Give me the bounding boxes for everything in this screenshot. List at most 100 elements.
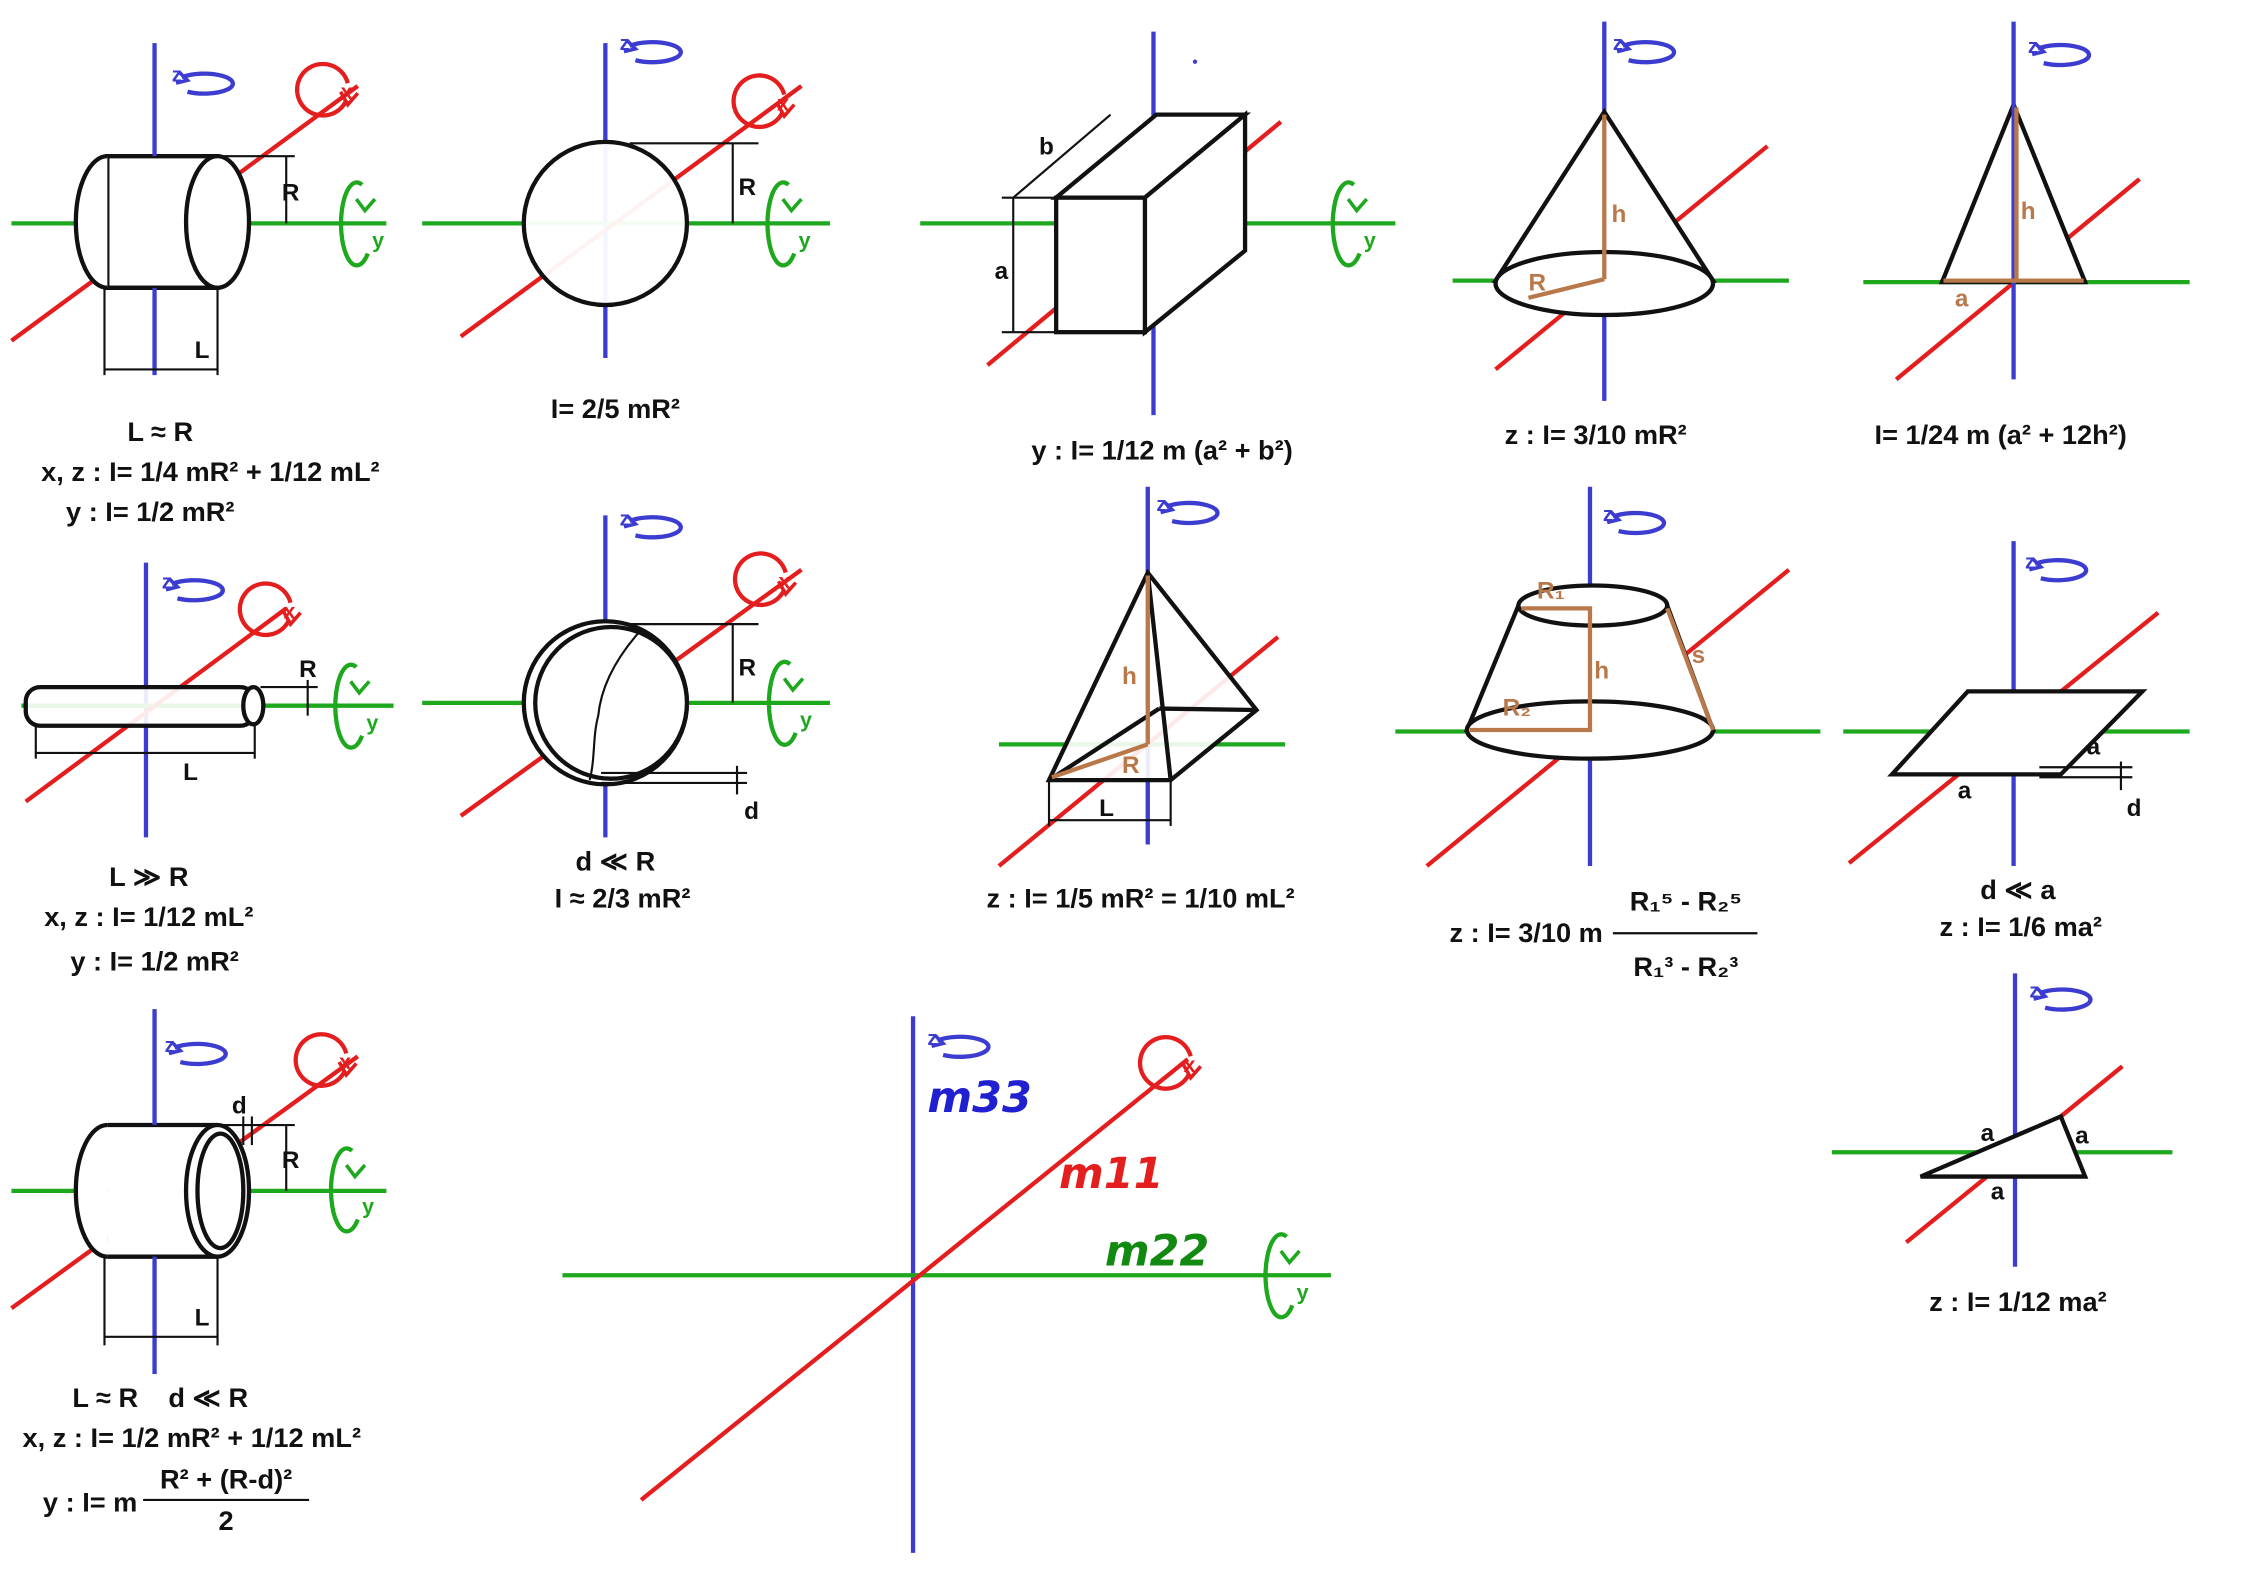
dim-label-a: a xyxy=(995,258,1009,285)
dim-label-R: R xyxy=(1528,270,1546,297)
axis-label-x: x xyxy=(777,91,789,115)
x-rotation-icon: x xyxy=(732,551,798,608)
rotation-arrow xyxy=(1165,500,1220,526)
box-figure: b a xyxy=(920,31,1396,416)
thin-rod-figure: R L xyxy=(21,562,394,838)
dim-label-d: d xyxy=(2127,795,2142,822)
x-rotation-icon: x xyxy=(237,581,302,638)
hollow-cylinder-condition: L ≈ R d ≪ R xyxy=(72,1382,248,1413)
cone-formula: z : I= 3/10 mR² xyxy=(1505,419,1687,450)
thin-rod-formula-xz: x, z : I= 1/12 mL² xyxy=(44,901,253,932)
square-pyramid-figure: h R L xyxy=(997,486,1286,868)
rotation-arrow xyxy=(766,659,798,747)
rotation-arrow xyxy=(338,180,370,268)
spherical-shell-formula: I ≈ 2/3 mR² xyxy=(555,882,691,913)
z-rotation-icon: z xyxy=(162,571,225,603)
y-rotation-icon: y xyxy=(333,662,378,750)
spherical-shell-figure: R d xyxy=(422,515,831,838)
rotation-arrow xyxy=(333,662,365,750)
rotation-arrow xyxy=(731,73,787,130)
axis-label-x: x xyxy=(779,569,791,593)
z-rotation-icon: z xyxy=(172,65,235,96)
arrowhead xyxy=(281,610,302,628)
z-rotation-icon: z xyxy=(620,508,683,540)
axis-label-z: z xyxy=(1613,33,1623,55)
axis-label-z: z xyxy=(2028,36,2038,58)
arrowhead xyxy=(1279,1249,1301,1266)
axis-label-y: y xyxy=(799,229,811,253)
arrowhead xyxy=(2033,986,2049,1001)
rotation-arrow xyxy=(1612,510,1667,536)
axis-label-x: x xyxy=(341,80,353,104)
thin-rod-formula-y: y : I= 1/2 mR² xyxy=(70,945,238,976)
arrowhead xyxy=(354,197,377,214)
rotation-arrow xyxy=(2037,42,2092,68)
x-rotation-icon: x xyxy=(731,73,796,130)
dim-label-R1: R₁ xyxy=(1537,577,1565,604)
axis-label-z: z xyxy=(162,571,172,593)
axis-label-z: z xyxy=(1156,494,1166,516)
arrowhead xyxy=(623,514,639,529)
rotation-arrow xyxy=(1263,1232,1295,1320)
solid-sphere-formula: I= 2/5 mR² xyxy=(551,393,680,424)
square-plate-figure: a a d xyxy=(1843,541,2190,866)
arrowhead xyxy=(344,1163,367,1180)
x-rotation-icon: x xyxy=(1137,1035,1203,1091)
spherical-shell-condition: d ≪ R xyxy=(575,845,655,876)
axis-label-y: y xyxy=(366,711,378,735)
arrowhead xyxy=(349,680,371,696)
x-rotation-icon: x xyxy=(293,1032,358,1088)
x-axis-line xyxy=(639,1057,1190,1502)
dim-label-R: R xyxy=(1122,752,1140,779)
label-m33: m33 xyxy=(927,1073,1031,1123)
z-rotation-icon: z xyxy=(2029,981,2093,1012)
rotation-arrow xyxy=(732,551,788,608)
y-rotation-icon: y xyxy=(765,180,811,268)
dim-label-L: L xyxy=(195,1304,210,1331)
arrowhead xyxy=(2031,41,2048,57)
dim-label-h: h xyxy=(1611,201,1626,228)
square-plate-condition: d ≪ a xyxy=(1980,874,2056,905)
z-rotation-icon: z xyxy=(2028,36,2092,68)
axis-label-x: x xyxy=(1184,1053,1196,1077)
hollow-cylinder-figure: d R L xyxy=(10,1009,387,1375)
arrowhead xyxy=(782,677,805,693)
frustum-numerator: R₁⁵ - R₂⁵ xyxy=(1630,885,1742,916)
cylinder-right-end xyxy=(183,154,252,290)
rotation-arrow xyxy=(2034,558,2089,583)
axis-label-z: z xyxy=(2029,981,2039,1003)
rotation-arrow xyxy=(1622,39,1677,65)
y-rotation-icon: y xyxy=(1330,180,1376,268)
equilateral-triangle-formula: z : I= 1/12 ma² xyxy=(1929,1286,2107,1317)
axis-label-z: z xyxy=(172,65,182,87)
z-rotation-icon: z xyxy=(1603,504,1667,536)
dim-label-h: h xyxy=(1122,663,1137,690)
z-rotation-icon: z xyxy=(2025,551,2089,583)
square-pyramid-formula: z : I= 1/5 mR² = 1/10 mL² xyxy=(986,882,1294,913)
dim-label-a: a xyxy=(1991,1178,2005,1205)
arrowhead xyxy=(931,1033,947,1049)
rotation-arrow xyxy=(1330,180,1362,268)
dim-label-L: L xyxy=(195,337,210,364)
axis-label-z: z xyxy=(165,1035,175,1057)
dim-label-R: R xyxy=(738,655,756,682)
arrowhead xyxy=(781,197,803,214)
axis-label-x: x xyxy=(283,599,295,623)
solid-cylinder-condition: L ≈ R xyxy=(127,416,193,447)
arrowhead xyxy=(623,38,639,54)
rotation-arrow xyxy=(1137,1035,1193,1091)
x-rotation-icon: x xyxy=(294,61,360,118)
frustum-formula-prefix: z : I= 3/10 m xyxy=(1449,917,1602,948)
rotation-arrow xyxy=(328,1146,360,1234)
rotation-arrow xyxy=(628,39,683,65)
equilateral-triangle-figure: a a a xyxy=(1831,973,2173,1267)
dim-label-R2: R₂ xyxy=(1503,695,1531,722)
hollow-cylinder-formula-y-prefix: y : I= m xyxy=(43,1486,137,1517)
principal-axes-figure: m33 m11 m22 xyxy=(562,1016,1331,1553)
z-rotation-icon: z xyxy=(620,33,683,65)
arrowhead xyxy=(175,70,191,85)
dim-label-R: R xyxy=(738,174,756,201)
axis-label-y: y xyxy=(1297,1281,1309,1305)
